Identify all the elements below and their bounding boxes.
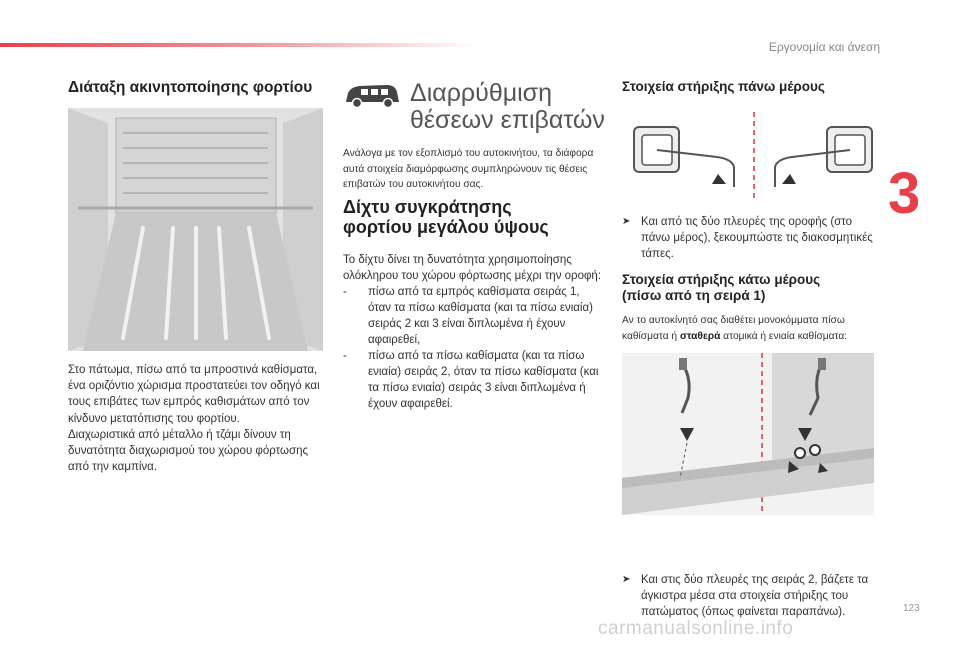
section-title-line2: θέσεων επιβατών — [410, 106, 605, 134]
watermark: carmanualsonline.info — [598, 618, 794, 639]
list-item: - πίσω από τα πίσω καθίσματα (και τα πίσ… — [343, 348, 605, 412]
chapter-title: Εργονομία και άνεση — [768, 40, 880, 54]
list-item: - πίσω από τα εμπρός καθίσματα σειράς 1,… — [343, 284, 605, 348]
lower-anchor-text-bold: σταθερά — [679, 330, 721, 342]
cargo-net-text: Το δίχτυ δίνει τη δυνατότητα χρησιμοποίη… — [343, 252, 605, 412]
lower-anchor-heading-line2: (πίσω από τη σειρά 1) — [622, 288, 766, 303]
list-dash: - — [343, 350, 347, 362]
header-accent-line — [0, 43, 480, 47]
cargo-net-paragraph: Το δίχτυ δίνει τη δυνατότητα χρησιμοποίη… — [343, 254, 602, 282]
section-title: Διαρρύθμιση θέσεων επιβατών — [410, 80, 605, 134]
section-intro: Ανάλογα με τον εξοπλισμό του αυτοκινήτου… — [343, 148, 594, 190]
lower-anchor-text-end: ατομικά ή ενιαία καθίσματα: — [720, 330, 848, 342]
floor-anchor-illustration — [622, 353, 874, 515]
chapter-number: 3 — [888, 161, 921, 226]
cargo-net-heading-line2: φορτίου μεγάλου ύψους — [343, 217, 549, 237]
cargo-restraint-heading: Διάταξη ακινητοποίησης φορτίου — [68, 79, 313, 96]
cargo-restraint-text: Στο πάτωμα, πίσω από τα μπροστινά καθίσμ… — [68, 364, 320, 474]
bullet-icon: ➤ — [622, 574, 631, 585]
list-item-text: πίσω από τα πίσω καθίσματα (και τα πίσω … — [368, 350, 599, 410]
lower-anchor-heading: Στοιχεία στήριξης κάτω μέρους (πίσω από … — [622, 272, 887, 304]
van-icon — [346, 85, 399, 109]
lower-anchor-instruction-text: Και στις δύο πλευρές της σειράς 2, βάζετ… — [641, 574, 869, 618]
cargo-area-illustration — [68, 108, 323, 351]
section-title-line1: Διαρρύθμιση — [410, 79, 553, 107]
list-item-text: πίσω από τα εμπρός καθίσματα σειράς 1, ό… — [368, 286, 593, 346]
upper-anchor-illustration — [622, 112, 887, 202]
lower-anchor-text: Αν το αυτοκίνητό σας διαθέτει μονοκόμματ… — [622, 313, 884, 344]
lower-anchor-heading-line1: Στοιχεία στήριξης κάτω μέρους — [622, 272, 821, 287]
bullet-icon: ➤ — [622, 216, 631, 227]
list-dash: - — [343, 286, 347, 298]
cargo-net-heading-line1: Δίχτυ συγκράτησης — [343, 197, 512, 217]
cargo-area-photo — [68, 108, 323, 351]
page-number: 123 — [903, 603, 920, 614]
upper-anchor-heading: Στοιχεία στήριξης πάνω μέρους — [622, 79, 825, 94]
upper-anchor-instruction: ➤ Και από τις δύο πλευρές της οροφής (στ… — [622, 214, 882, 262]
lower-anchor-instruction: ➤ Και στις δύο πλευρές της σειράς 2, βάζ… — [622, 572, 884, 620]
cargo-net-heading: Δίχτυ συγκράτησης φορτίου μεγάλου ύψους — [343, 197, 613, 237]
lower-anchor-text-start: Αν το αυτοκίνητό σας διαθέτει μονοκόμματ… — [622, 315, 845, 342]
upper-anchor-instruction-text: Και από τις δύο πλευρές της οροφής (στο … — [641, 216, 873, 260]
